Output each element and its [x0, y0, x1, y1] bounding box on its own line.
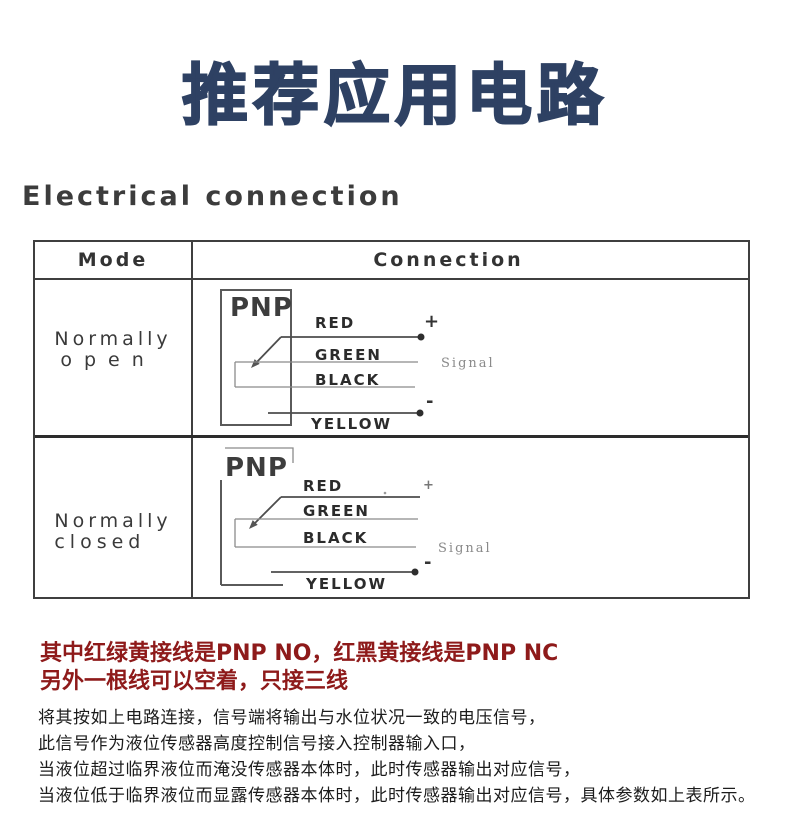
plus-terminal-label: +	[424, 311, 439, 332]
red-wire-label: RED	[303, 477, 343, 495]
table-header-row: Mode Connection	[35, 242, 748, 280]
minus-terminal-label: -	[424, 552, 431, 573]
red-wire-label: RED	[315, 314, 355, 332]
switch-arrowhead-icon	[251, 359, 260, 368]
pnp-box	[220, 289, 292, 426]
yellow-wire-label: YELLOW	[310, 415, 392, 433]
mode-label-line1: Normally	[54, 509, 172, 532]
usage-description: 将其按如上电路连接，信号端将输出与水位状况一致的电压信号， 此信号作为液位传感器…	[38, 705, 783, 809]
pnp-box-top-bracket	[225, 447, 294, 463]
pnp-nc-circuit-diagram: PNP RED + GREEN BLACK Signal - YELLOW	[220, 447, 492, 593]
pnp-box-label: PNP	[230, 293, 293, 323]
plus-terminal-label: +	[423, 478, 434, 493]
pnp-no-circuit-diagram: PNP RED + GREEN Signal BLACK - YELLOW	[220, 289, 495, 433]
page-title: 推荐应用电路	[181, 56, 608, 135]
table-row-normally-closed: Normally closed PNP RED + GREEN BLACK	[35, 438, 748, 597]
mode-cell: Normally closed	[35, 438, 193, 597]
mode-header-cell: Mode	[35, 242, 193, 278]
signal-terminal-label: Signal	[441, 356, 495, 371]
pnp-box-label: PNP	[225, 453, 288, 483]
body-line: 当液位低于临界液位而显露传感器本体时，此时传感器输出对应信号，具体参数如上表所示…	[38, 786, 756, 806]
switch-arrowhead-icon	[249, 520, 258, 529]
body-line: 将其按如上电路连接，信号端将输出与水位状况一致的电压信号，	[38, 708, 546, 728]
connection-header-label: Connection	[373, 249, 524, 271]
green-wire-label: GREEN	[303, 502, 370, 520]
red-wire-dot	[383, 491, 387, 495]
mode-cell: Normally open	[35, 280, 193, 435]
section-heading: Electrical connection	[22, 181, 403, 212]
switch-diagonal	[252, 496, 282, 526]
connection-cell: PNP RED + GREEN Signal BLACK - YELLOW	[193, 280, 748, 435]
wiring-note-highlight: 其中红绿黄接线是PNP NO，红黑黄接线是PNP NC 另外一根线可以空着，只接…	[40, 640, 760, 696]
electrical-connection-table: Mode Connection Normally open PNP RED +	[33, 240, 750, 599]
body-line: 当液位超过临界液位而淹没传感器本体时，此时传感器输出对应信号，	[38, 760, 581, 780]
highlight-line: 另外一根线可以空着，只接三线	[40, 669, 349, 694]
table-row-normally-open: Normally open PNP RED + GREEN Signal BLA…	[35, 280, 748, 438]
yellow-wire-label: YELLOW	[305, 575, 387, 593]
mode-label-line2: open	[60, 348, 156, 371]
minus-terminal-label: -	[426, 391, 433, 412]
body-line: 此信号作为液位传感器高度控制信号接入控制器输入口，	[38, 734, 476, 754]
plus-terminal-dot	[417, 333, 425, 341]
minus-terminal-dot	[411, 568, 419, 576]
highlight-line: 其中红绿黄接线是PNP NO，红黑黄接线是PNP NC	[40, 641, 559, 666]
mode-label-line1: Normally	[54, 327, 172, 350]
black-wire-label: BLACK	[303, 529, 368, 547]
switch-diagonal	[254, 336, 282, 365]
mode-header-label: Mode	[77, 249, 149, 271]
black-wire-label: BLACK	[315, 371, 380, 389]
mode-label-line2: closed	[54, 530, 146, 553]
minus-terminal-dot	[416, 409, 424, 417]
green-wire-label: GREEN	[315, 346, 382, 364]
connection-header-cell: Connection	[193, 242, 748, 278]
signal-terminal-label: Signal	[438, 541, 492, 556]
connection-cell: PNP RED + GREEN BLACK Signal - YELLOW	[193, 438, 748, 597]
